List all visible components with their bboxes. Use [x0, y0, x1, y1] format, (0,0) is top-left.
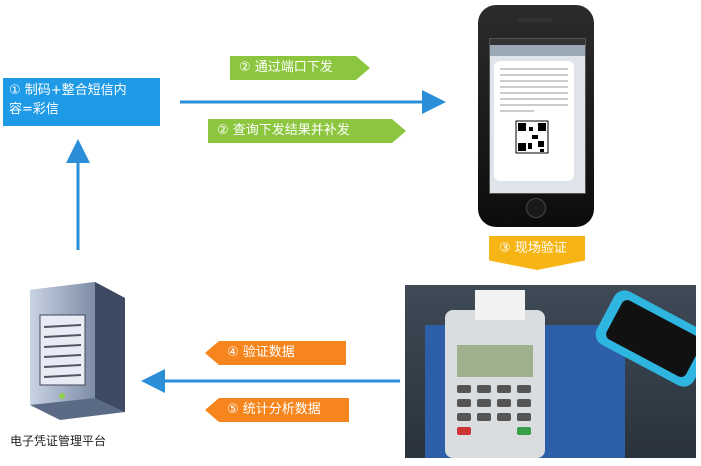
step5-label: ⑤ 统计分析数据: [205, 398, 349, 422]
step2-query-label: ② 查询下发结果并补发: [208, 119, 406, 143]
qr-code-icon: [515, 120, 549, 154]
home-button: [526, 198, 546, 218]
phone-speaker: [518, 18, 552, 22]
step2-send-label: ② 通过端口下发: [230, 56, 370, 80]
message-header: [490, 45, 585, 56]
step1-line2: 容=彩信: [9, 102, 59, 117]
phone-screen: [489, 38, 586, 194]
status-bar: [490, 39, 585, 45]
pos-verification-photo: [405, 285, 701, 458]
step4-label: ④ 验证数据: [205, 341, 346, 365]
step1-line1: ① 制码+整合短信内: [9, 83, 127, 98]
message-text-lines: [500, 68, 568, 154]
pos-terminal-illustration: [425, 290, 701, 458]
server-label: 电子凭证管理平台: [10, 434, 107, 448]
step1-box: ① 制码+整合短信内 容=彩信: [3, 78, 160, 126]
server-icon: [30, 282, 125, 420]
mms-bubble: [494, 61, 574, 181]
